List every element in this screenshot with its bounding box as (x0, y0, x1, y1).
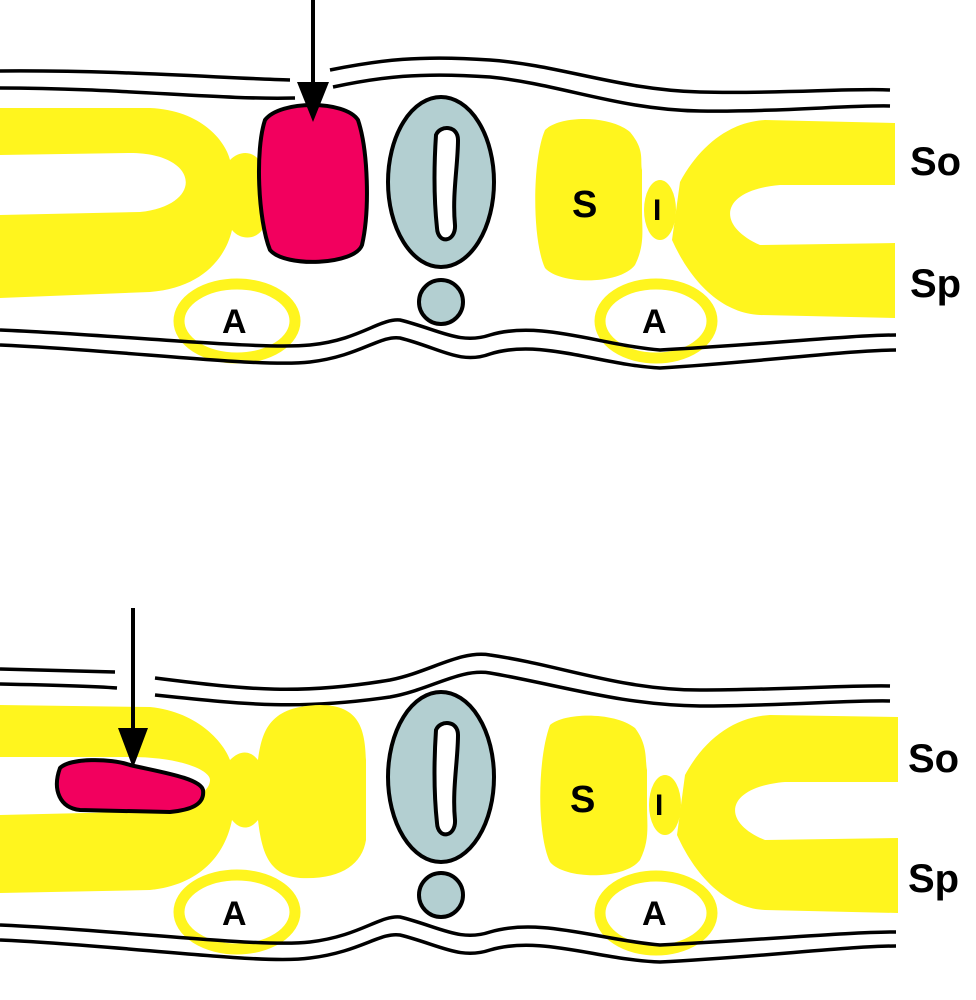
nerve-branches-top (672, 120, 895, 318)
lesion-bottom (54, 758, 206, 815)
label-artery-left-bottom: A (222, 895, 247, 933)
central-canal-bottom (432, 721, 461, 837)
artery-ring-left-bottom (173, 869, 301, 955)
artery-ring-right-top (594, 278, 718, 364)
left-nerve-loop (0, 108, 262, 298)
lesion-top (256, 103, 369, 264)
upper-membrane-outer (0, 652, 891, 692)
panel-bottom: S I So Sp A A (0, 608, 959, 964)
label-artery-right-bottom: A (642, 895, 667, 933)
panel-top: S I So Sp A A (0, 0, 961, 370)
artery-ring-right-bottom (594, 870, 718, 956)
arrow-head-top (297, 82, 329, 122)
label-splanchnic-top: Sp (910, 262, 961, 306)
arrow-head-bottom (118, 728, 148, 768)
label-somatic-bottom: So (908, 737, 959, 781)
lower-membrane-inner (0, 915, 897, 947)
sensory-ganglion-bottom (540, 715, 648, 876)
upper-membrane-inner (0, 670, 891, 708)
vessel-bottom (417, 871, 465, 919)
label-artery-right-top: A (642, 303, 667, 341)
central-canal-top (432, 126, 461, 242)
sensory-ganglion-top (535, 118, 643, 281)
left-nerve-loop (0, 705, 366, 893)
label-intermediate-bottom: I (655, 789, 663, 822)
vessel-top (417, 278, 465, 326)
intermediate-node-top (644, 180, 676, 240)
upper-membrane-inner (0, 73, 891, 113)
lower-membrane-outer (0, 933, 897, 964)
artery-ring-left-top (173, 278, 301, 364)
label-sensory-bottom: S (570, 779, 595, 821)
lower-membrane-outer (0, 336, 897, 370)
intermediate-node-bottom (649, 775, 681, 835)
label-sensory-top: S (572, 184, 597, 226)
label-somatic-top: So (910, 140, 961, 184)
lower-membrane-inner (0, 318, 897, 352)
label-intermediate-top: I (653, 194, 661, 227)
label-artery-left-top: A (222, 303, 247, 341)
label-splanchnic-bottom: Sp (908, 857, 959, 901)
nerve-branches-bottom (677, 715, 898, 913)
upper-membrane-outer (0, 56, 891, 95)
